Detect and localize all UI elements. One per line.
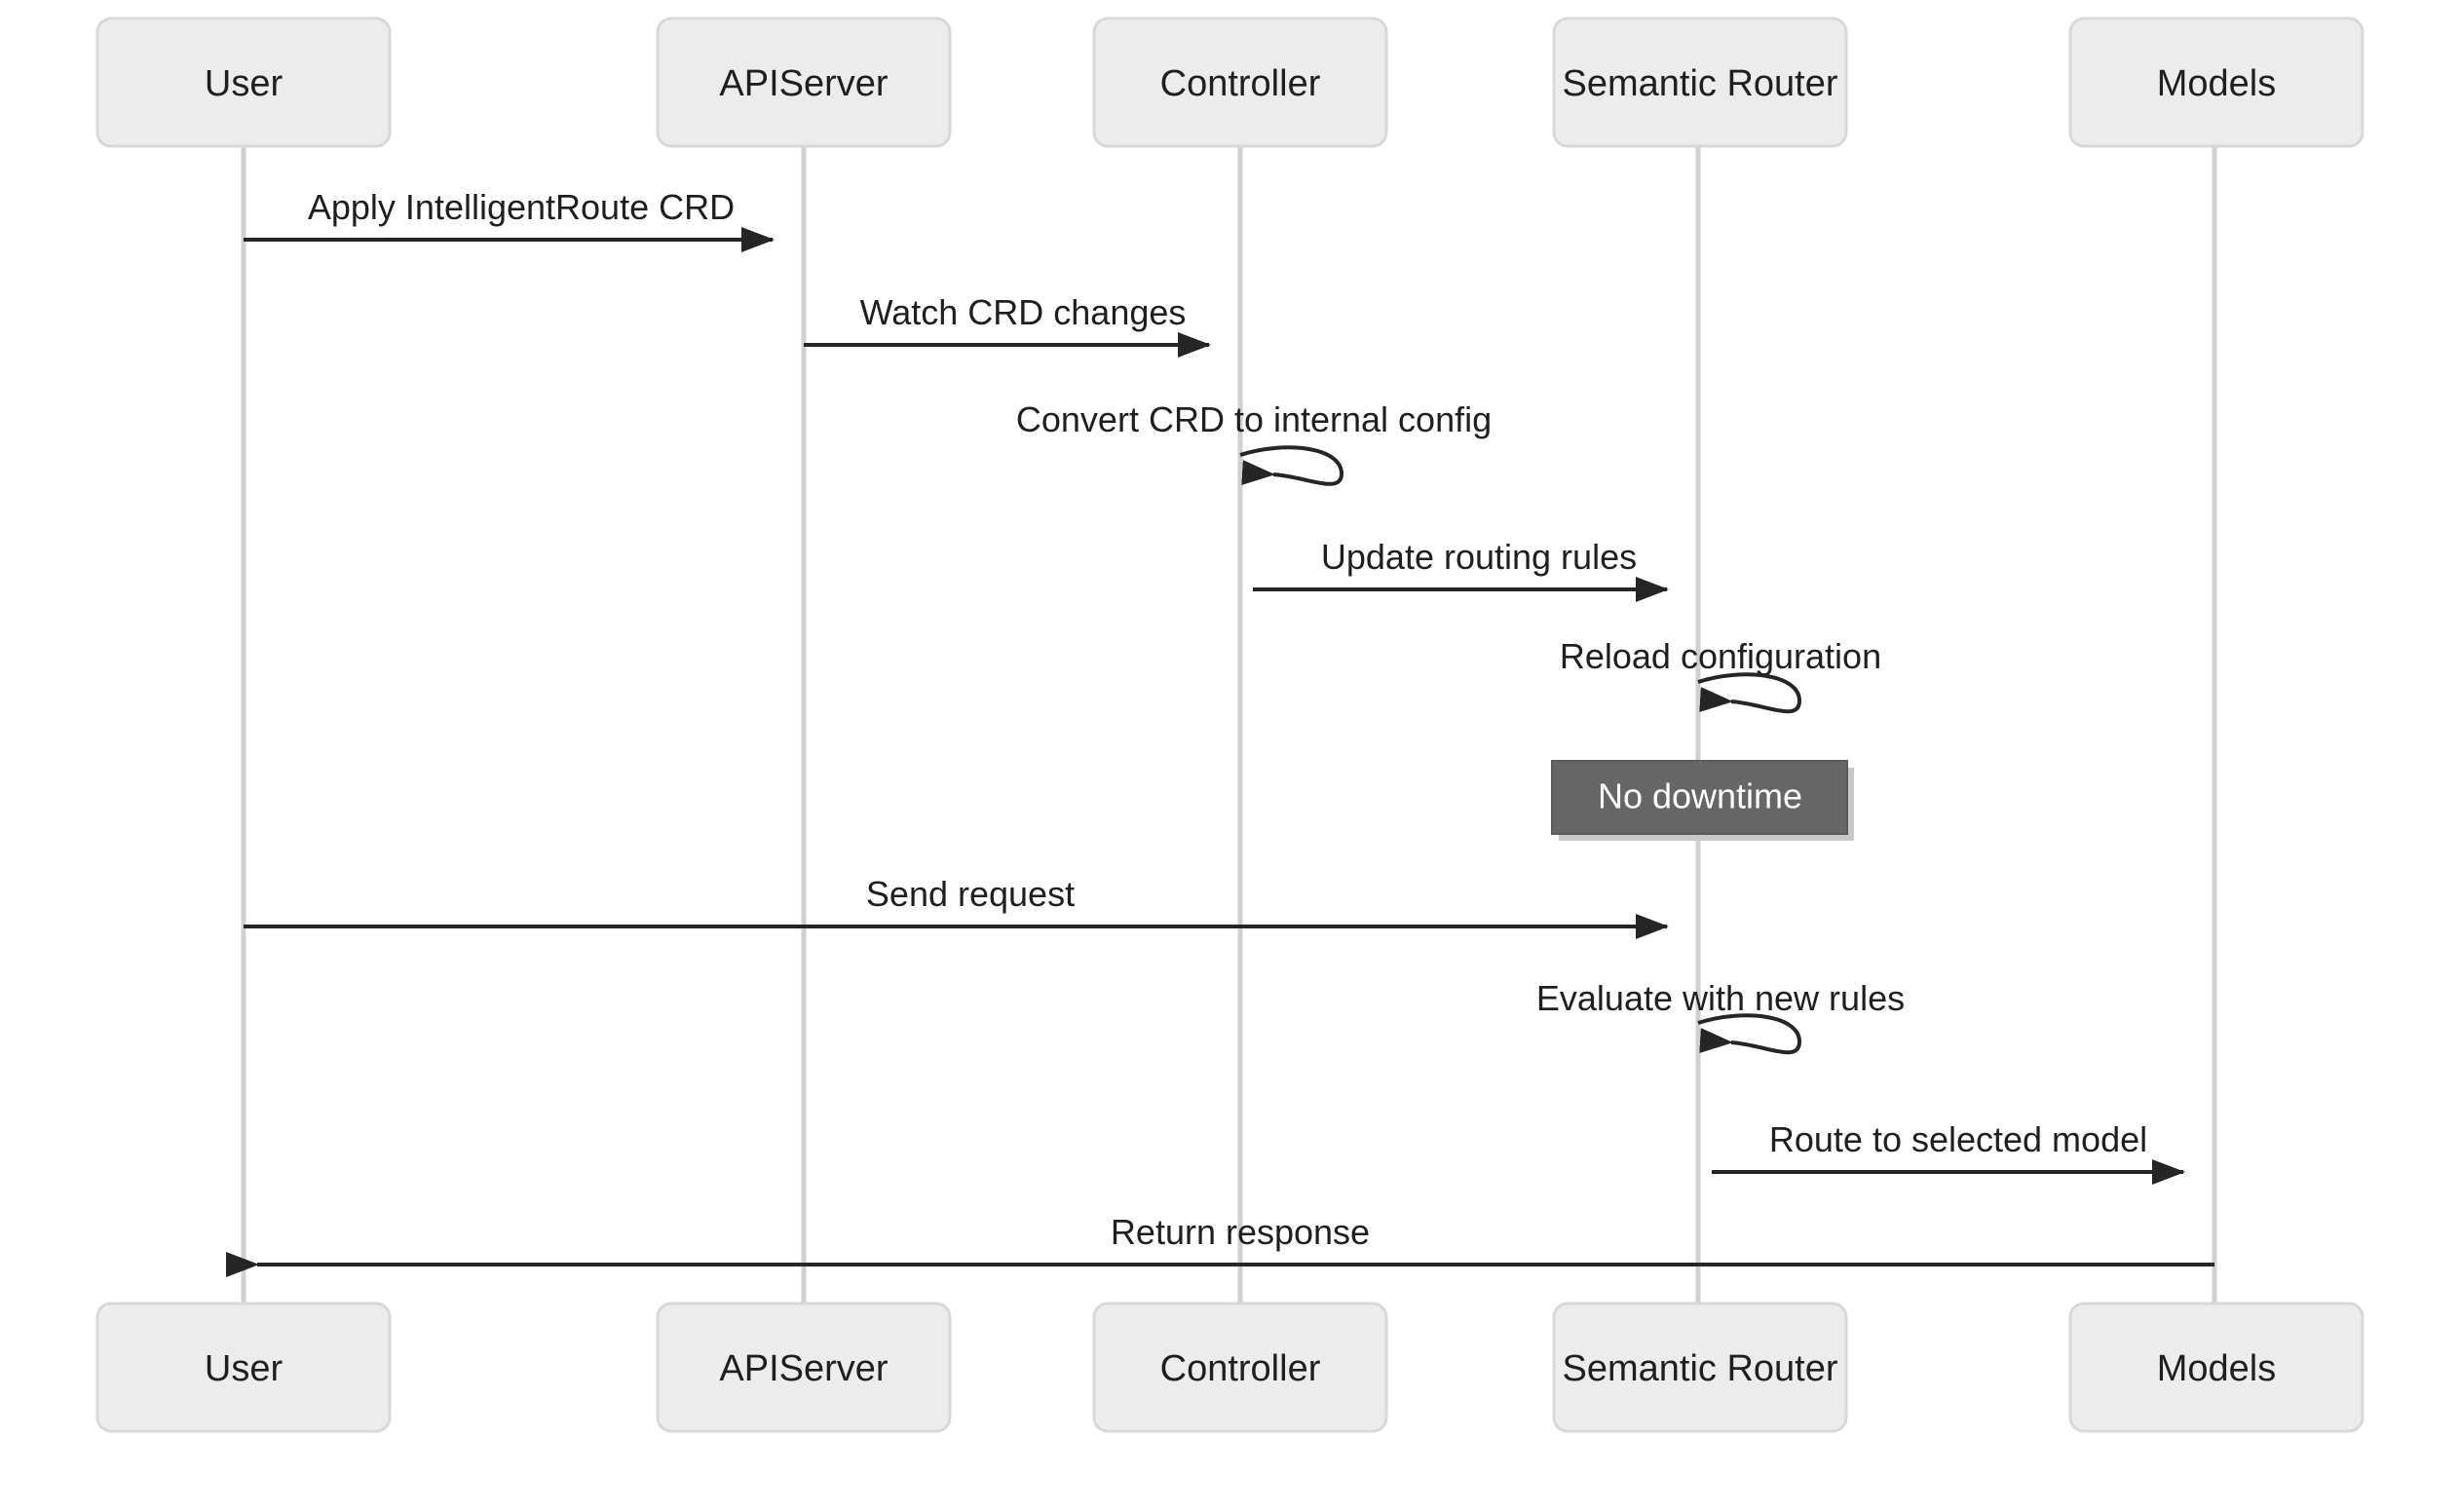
actor-label-models-top: Models — [2157, 63, 2277, 104]
actor-rect-apiserver-top — [656, 17, 952, 148]
actor-rect-models-bottom — [2068, 1302, 2364, 1433]
note-label-no-downtime: No downtime — [1598, 776, 1802, 816]
actor-box-apiserver-top[interactable]: APIServer — [656, 17, 952, 148]
actor-rect-user-bottom — [95, 1302, 392, 1433]
actor-box-semantic-router-top[interactable]: Semantic Router — [1552, 17, 1848, 148]
message-return-response[interactable]: Return response — [226, 1212, 2214, 1277]
actor-label-user-top: User — [205, 63, 284, 104]
message-label-6: Send request — [866, 874, 1075, 914]
message-label-9: Return response — [1111, 1212, 1370, 1252]
actor-box-user-bottom[interactable]: User — [95, 1302, 392, 1433]
actor-label-controller-bottom: Controller — [1160, 1348, 1321, 1389]
lifelines-group — [241, 146, 2217, 1305]
message-convert-crd-to-internal-config[interactable]: Convert CRD to internal config — [1016, 399, 1492, 486]
bottom-actor-boxes: User APIServer Controller Semantic Route… — [95, 1302, 2364, 1433]
message-self-loop-7 — [1697, 1013, 1802, 1055]
message-update-routing-rules[interactable]: Update routing rules — [1253, 537, 1669, 602]
actor-box-user-top[interactable]: User — [95, 17, 392, 148]
actor-rect-semantic-router-top — [1552, 17, 1848, 148]
actor-rect-semantic-router-bottom — [1552, 1302, 1848, 1433]
message-evaluate-with-new-rules[interactable]: Evaluate with new rules — [1536, 978, 1905, 1055]
actor-label-semantic-router-bottom: Semantic Router — [1562, 1348, 1837, 1389]
message-label-2: Watch CRD changes — [860, 292, 1187, 332]
actor-box-semantic-router-bottom[interactable]: Semantic Router — [1552, 1302, 1848, 1433]
message-self-loop-5 — [1697, 672, 1802, 714]
actor-rect-models-top — [2068, 17, 2364, 148]
message-label-4: Update routing rules — [1321, 537, 1637, 577]
message-send-request[interactable]: Send request — [244, 874, 1669, 939]
actor-box-models-top[interactable]: Models — [2068, 17, 2364, 148]
actor-label-controller-top: Controller — [1160, 63, 1321, 104]
message-reload-configuration[interactable]: Reload configuration — [1560, 636, 1881, 714]
message-apply-intelligentroute-crd[interactable]: Apply IntelligentRoute CRD — [244, 187, 775, 252]
note-no-downtime[interactable]: No downtime — [1551, 760, 1854, 841]
message-label-3: Convert CRD to internal config — [1016, 399, 1492, 439]
actor-rect-apiserver-bottom — [656, 1302, 952, 1433]
actor-box-apiserver-bottom[interactable]: APIServer — [656, 1302, 952, 1433]
message-label-7: Evaluate with new rules — [1536, 978, 1905, 1018]
actor-rect-user-top — [95, 17, 392, 148]
note-rect-no-downtime — [1551, 760, 1848, 835]
actor-rect-controller-top — [1092, 17, 1388, 148]
actor-box-models-bottom[interactable]: Models — [2068, 1302, 2364, 1433]
message-label-5: Reload configuration — [1560, 636, 1881, 676]
actor-label-user-bottom: User — [205, 1348, 284, 1389]
message-watch-crd-changes[interactable]: Watch CRD changes — [804, 292, 1211, 358]
actor-box-controller-top[interactable]: Controller — [1092, 17, 1388, 148]
actor-box-controller-bottom[interactable]: Controller — [1092, 1302, 1388, 1433]
actor-label-semantic-router-top: Semantic Router — [1562, 63, 1837, 104]
actor-label-apiserver-top: APIServer — [719, 63, 889, 104]
message-label-8: Route to selected model — [1769, 1119, 2147, 1159]
message-self-loop-3 — [1239, 445, 1344, 486]
actor-rect-controller-bottom — [1092, 1302, 1388, 1433]
message-label-1: Apply IntelligentRoute CRD — [308, 187, 735, 227]
message-route-to-selected-model[interactable]: Route to selected model — [1712, 1119, 2185, 1185]
top-actor-boxes: User APIServer Controller Semantic Route… — [95, 17, 2364, 148]
actor-label-models-bottom: Models — [2157, 1348, 2277, 1389]
actor-label-apiserver-bottom: APIServer — [719, 1348, 889, 1389]
